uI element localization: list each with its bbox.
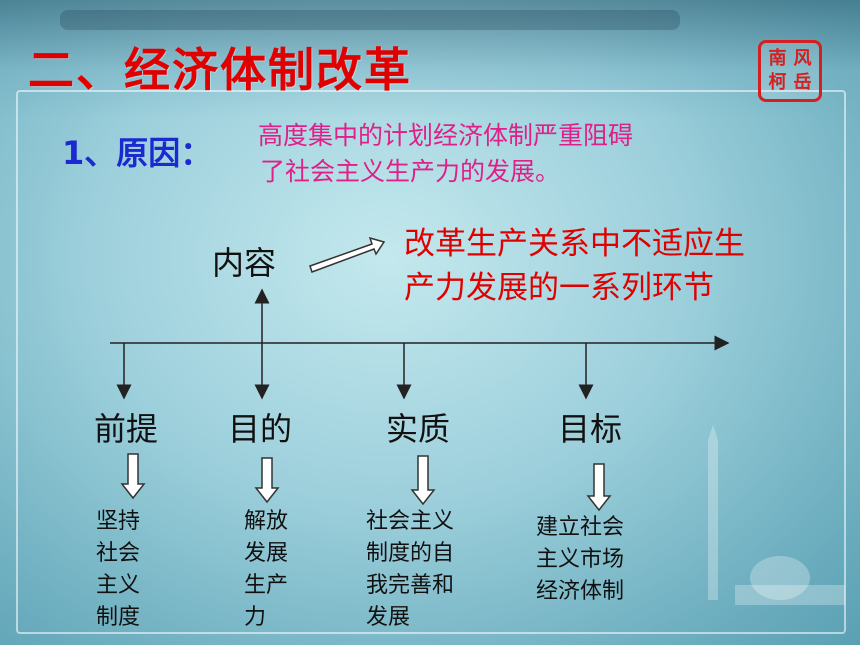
reason-text: 高度集中的计划经济体制严重阻碍 了社会主义生产力的发展。 (258, 118, 778, 190)
content-frame (16, 90, 846, 634)
crowd-band (60, 10, 680, 30)
leaf-premise: 坚持 社会 主义 制度 (96, 506, 140, 634)
seal-char: 柯 (768, 72, 787, 93)
leaf-goal: 建立社会 主义市场 经济体制 (536, 512, 624, 608)
leaf-line: 我完善和 (366, 573, 455, 598)
reason-label: 1、原因： (62, 134, 213, 172)
leaf-line: 主义市场 (536, 547, 625, 572)
leaf-line: 社会主义 (366, 509, 455, 534)
seal-stamp-icon: 南 风 柯 岳 (758, 40, 822, 102)
hollow-arrow-content (309, 236, 386, 273)
seal-char: 南 (768, 48, 787, 69)
seal-char: 岳 (793, 72, 812, 93)
leaf-essence: 社会主义 制度的自 我完善和 发展 (366, 506, 454, 634)
reason-text-line: 高度集中的计划经济体制严重阻碍 (258, 121, 634, 150)
capitol-dome (750, 556, 810, 600)
content-desc-line: 改革生产关系中不适应生 (404, 226, 745, 262)
leaf-purpose: 解放 发展 生产 力 (244, 506, 288, 634)
reason-text-line: 了社会主义生产力的发展。 (260, 157, 561, 186)
node-essence: 实质 (386, 410, 451, 448)
leaf-line: 制度 (96, 605, 141, 630)
leaf-line: 发展 (366, 605, 411, 630)
seal-char: 风 (793, 48, 812, 69)
hollow-arrow-goal (586, 463, 612, 512)
leaf-line: 解放 (244, 509, 289, 534)
hollow-arrow-premise (120, 453, 146, 500)
node-purpose: 目的 (228, 410, 293, 448)
leaf-line: 发展 (244, 541, 289, 566)
leaf-line: 社会 (96, 541, 141, 566)
leaf-line: 生产 (244, 573, 289, 598)
monument-shaft (708, 440, 718, 600)
leaf-line: 制度的自 (366, 541, 455, 566)
leaf-line: 建立社会 (536, 515, 625, 540)
content-description: 改革生产关系中不适应生 产力发展的一系列环节 (404, 222, 844, 310)
leaf-line: 主义 (96, 573, 141, 598)
content-desc-line: 产力发展的一系列环节 (404, 270, 714, 306)
node-premise: 前提 (94, 410, 159, 448)
slide-title: 二、经济体制改革 (28, 43, 412, 97)
hollow-arrow-essence (410, 455, 436, 506)
leaf-line: 坚持 (96, 509, 141, 534)
node-goal: 目标 (558, 410, 623, 448)
node-content: 内容 (212, 244, 277, 282)
hollow-arrow-purpose (254, 457, 280, 504)
leaf-line: 经济体制 (536, 579, 625, 604)
capitol-base (735, 585, 845, 605)
leaf-line: 力 (244, 605, 267, 630)
header-banner (0, 0, 860, 118)
monument-tip (708, 425, 718, 440)
